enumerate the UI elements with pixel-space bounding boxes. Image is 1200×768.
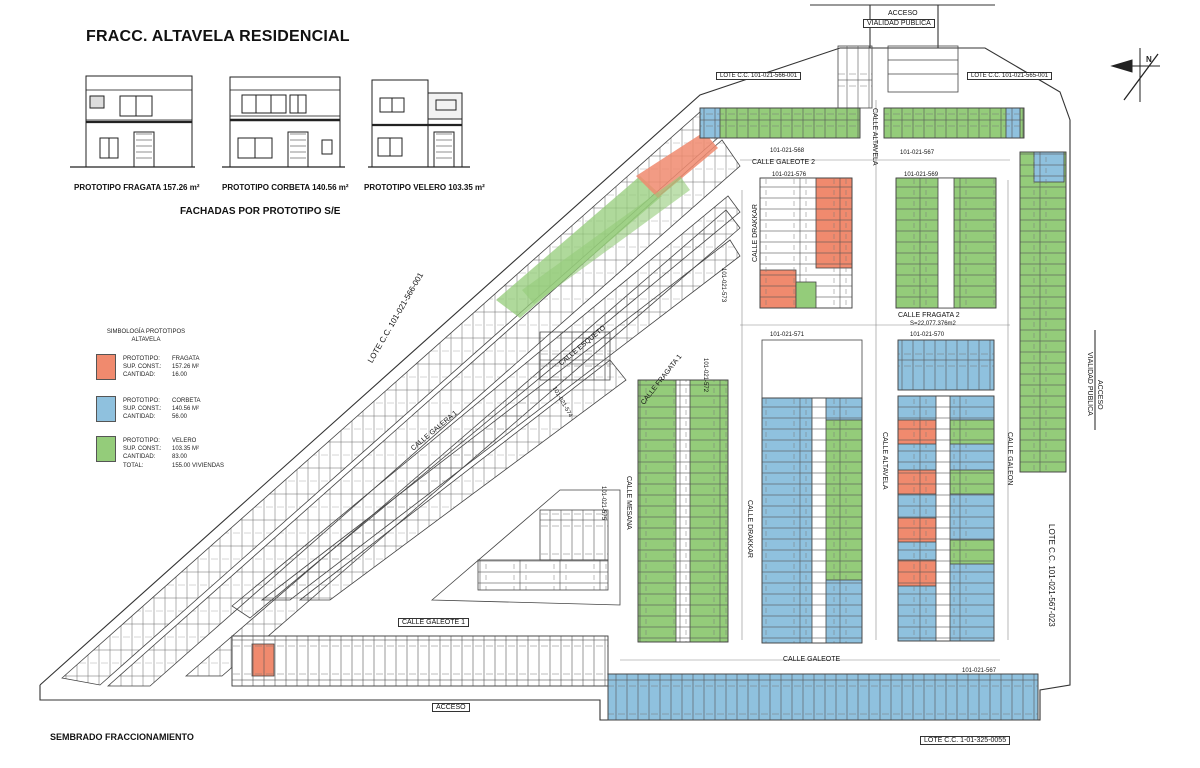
street-galeote-1: CALLE GALEOTE 1 (398, 618, 470, 627)
block-top (699, 45, 1025, 139)
legend-count: 83.00 (172, 454, 188, 460)
legend-name: CORBETA (172, 398, 201, 404)
facades-title: FACHADAS POR PROTOTIPO S/E (180, 206, 341, 217)
street-altavela-mid: CALLE ALTAVELA (881, 432, 888, 490)
legend-row-corbeta: PROTOTIPO: SUP. CONST.: CANTIDAD: CORBET… (96, 394, 256, 424)
lot-cc-0055: LOTE C.C. 1-01-325-0055 (920, 736, 1011, 745)
street-lines (620, 100, 1010, 661)
legend-key: PROTOTIPO: (123, 356, 160, 362)
block-east-column (1019, 151, 1067, 473)
access-top-label: ACCESO (888, 10, 918, 17)
legend-name: FRAGATA (172, 356, 200, 362)
lot-cc-567-023: LOTE C.C. 101-021-567-023 (1047, 524, 1056, 627)
legend-total-label: TOTAL: (123, 463, 144, 469)
legend-row-velero: PROTOTIPO: SUP. CONST.: CANTIDAD: VELERO… (96, 434, 256, 464)
access-bottom-label: ACCESO (432, 703, 470, 712)
legend-area: 157.26 M² (172, 364, 200, 370)
block-572 (637, 379, 729, 643)
legend-area: 103.35 M² (172, 446, 200, 452)
facade-corbeta (222, 76, 345, 168)
inner-wedge-blocks (430, 331, 621, 606)
block-id-568: 101-021-568 (770, 148, 805, 154)
facade-velero (368, 79, 470, 168)
lot-cc-566: LOTE C.C. 101-021-566-001 (716, 72, 802, 80)
access-top-road: VIALIDAD PUBLICA (863, 19, 935, 28)
svg-text:N: N (1146, 55, 1152, 64)
legend-key: SUP. CONST.: (123, 406, 162, 412)
site-plan-title: SEMBRADO FRACCIONAMIENTO (50, 732, 194, 742)
block-571 (761, 339, 863, 644)
legend-key: CANTIDAD: (123, 454, 156, 460)
legend-key: SUP. CONST.: (123, 446, 162, 452)
caption-velero: PROTOTIPO VELERO 103.35 m² (364, 183, 485, 192)
street-altavela-top: CALLE ALTAVELA (871, 108, 878, 166)
access-right-road: VIALIDAD PUBLICA (1086, 352, 1093, 416)
legend-key: CANTIDAD: (123, 372, 156, 378)
block-id-571: 101-021-571 (770, 332, 805, 338)
street-fragata-2: CALLE FRAGATA 2 (898, 312, 960, 319)
main-title: FRACC. ALTAVELA RESIDENCIAL (86, 28, 350, 45)
block-id-569: 101-021-569 (904, 172, 939, 178)
legend-key: PROTOTIPO: (123, 398, 160, 404)
block-id-567-bottom: 101-021-567 (962, 668, 997, 674)
legend-count: 56.00 (172, 414, 188, 420)
access-right-label: ACCESO (1096, 380, 1103, 410)
legend-swatch-velero (96, 436, 116, 462)
block-id-573: 101-021-573 (720, 268, 726, 303)
legend-name: VELERO (172, 438, 197, 444)
legend-count: 16.00 (172, 372, 188, 378)
legend-key: CANTIDAD: (123, 414, 156, 420)
lot-cc-565: LOTE C.C. 101-021-565-001 (967, 72, 1053, 80)
block-bottom-rows (231, 635, 1039, 721)
legend-area: 140.56 M² (172, 406, 200, 412)
legend-swatch-fragata (96, 354, 116, 380)
block-id-567-top: 101-021-567 (900, 150, 935, 156)
street-drakkar-mid: CALLE DRAKKAR (746, 500, 753, 558)
street-galeon: CALLE GALEON (1006, 432, 1013, 486)
legend-row-fragata: PROTOTIPO: SUP. CONST.: CANTIDAD: FRAGAT… (96, 352, 256, 382)
block-id-575: 101-021-575 (600, 486, 606, 521)
diagonal-lot-strips (61, 111, 741, 687)
block-id-576: 101-021-576 (772, 172, 807, 178)
block-576 (759, 177, 853, 309)
legend-key: SUP. CONST.: (123, 364, 162, 370)
caption-fragata: PROTOTIPO FRAGATA 157.26 m² (74, 183, 200, 192)
block-570 (897, 339, 995, 642)
street-galeote-2: CALLE GALEOTE 2 (752, 159, 816, 166)
caption-corbeta: PROTOTIPO CORBETA 140.56 m² (222, 183, 349, 192)
legend-swatch-corbeta (96, 396, 116, 422)
street-drakkar-top: CALLE DRAKKAR (752, 204, 759, 262)
legend-key: PROTOTIPO: (123, 438, 160, 444)
legend-heading-line2: ALTAVELA (131, 337, 161, 343)
legend-heading: SIMBOLOGÍA PROTOTIPOS ALTAVELA (96, 328, 196, 344)
north-arrow-icon: N (1110, 48, 1160, 102)
street-galeote: CALLE GALEOTE (783, 656, 841, 663)
legend-total-value: 155.00 VIVIENDAS (172, 463, 225, 469)
block-id-572: 101-021-572 (702, 358, 708, 393)
block-id-570: 101-021-570 (910, 332, 945, 338)
block-569 (895, 177, 997, 309)
facade-fragata (70, 75, 195, 168)
street-fragata-2-area: S=22,077.376m2 (910, 321, 956, 327)
street-mesana: CALLE MESANA (625, 476, 632, 530)
legend-heading-line1: SIMBOLOGÍA PROTOTIPOS (106, 329, 186, 335)
